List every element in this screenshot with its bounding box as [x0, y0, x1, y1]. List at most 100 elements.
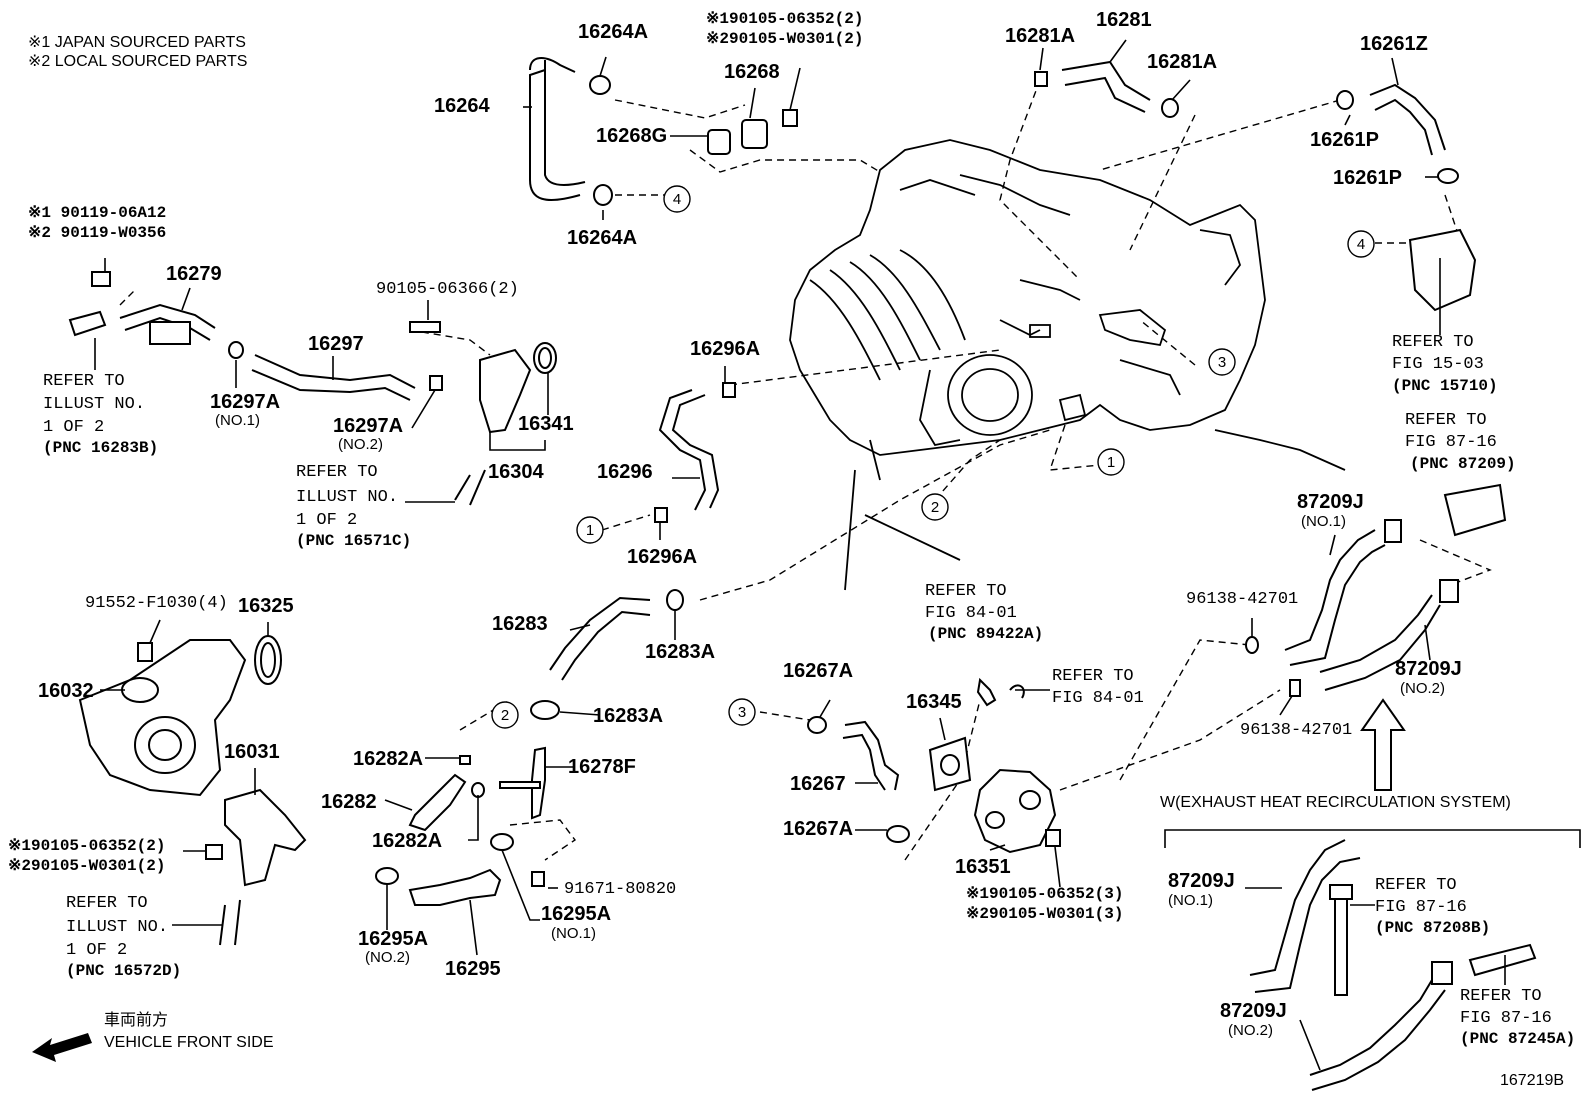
ref2-line2: ILLUST NO. — [296, 488, 398, 507]
front-arrow-icon — [32, 1033, 92, 1062]
label-16264A-bottom: 16264A — [567, 227, 637, 249]
hose-16295 — [408, 868, 502, 906]
clamp-16296A-bottom — [654, 507, 668, 523]
hose-16297 — [251, 354, 416, 401]
bolt-top — [782, 109, 798, 127]
ref2-line4: (PNC 16571C) — [296, 532, 411, 550]
label-no2-b: (NO.2) — [1400, 680, 1445, 697]
label-16282A-bottom: 16282A — [372, 830, 442, 852]
label-bolt-bottom-2: ※290105-W0301(3) — [966, 905, 1123, 923]
hose-16283 — [549, 596, 651, 681]
figure-id: 167219B — [1500, 1072, 1564, 1089]
ref1-line3: 1 OF 2 — [43, 418, 104, 437]
clip-84-01 — [1009, 684, 1025, 699]
label-bolt-91671: 91671-80820 — [564, 880, 676, 899]
label-16296A-bottom: 16296A — [627, 546, 697, 568]
ref-8716b-line3: (PNC 87208B) — [1375, 919, 1490, 937]
callout-4-b: 4 — [1357, 236, 1365, 253]
engine-block — [789, 139, 1346, 591]
label-16267A-top: 16267A — [783, 660, 853, 682]
hose-16282 — [408, 773, 467, 832]
connector-87209J-no2-box — [1431, 961, 1453, 985]
labels: ※1 JAPAN SOURCED PARTS ※2 LOCAL SOURCED … — [8, 9, 1575, 1089]
ref3-line3: 1 OF 2 — [66, 941, 127, 960]
label-no2-c: (NO.2) — [365, 949, 410, 966]
hose-87209J-no1 — [1284, 529, 1386, 666]
front-label-en: VEHICLE FRONT SIDE — [104, 1034, 274, 1051]
ref-8401a-line2: FIG 84-01 — [925, 604, 1017, 623]
label-16268: 16268 — [724, 61, 780, 83]
label-16296: 16296 — [597, 461, 653, 483]
ref-8716b-line2: FIG 87-16 — [1375, 898, 1467, 917]
label-bolt-left-2: ※2 90119-W0356 — [28, 224, 166, 242]
clamp-16283A-mid — [530, 700, 560, 720]
callout-3-b: 3 — [738, 704, 746, 721]
bolt-91671 — [531, 871, 545, 887]
ref-1503-line1: REFER TO — [1392, 333, 1474, 352]
connector-87209J-no1 — [1384, 519, 1402, 543]
gasket-16268G — [707, 129, 731, 155]
ref3-line1: REFER TO — [66, 894, 148, 913]
ref-8716a-line3: (PNC 87209) — [1410, 455, 1516, 473]
clamp-16296A-top — [722, 382, 736, 398]
label-96138-bottom: 96138-42701 — [1240, 721, 1352, 740]
clamp-16264A-top — [589, 75, 611, 95]
label-no2-d: (NO.2) — [1228, 1022, 1273, 1039]
clamp-16282A-bottom — [471, 782, 485, 798]
label-16295: 16295 — [445, 958, 501, 980]
label-16268G: 16268G — [596, 125, 667, 147]
bolt-90105-06366 — [409, 321, 441, 333]
callout-1-a: 1 — [1107, 454, 1115, 471]
bolt-90119 — [91, 271, 111, 287]
label-16264A-top: 16264A — [578, 21, 648, 43]
ref1-line2: ILLUST NO. — [43, 395, 145, 414]
ref-8401a-line1: REFER TO — [925, 582, 1007, 601]
clamp-16295A-no1 — [490, 833, 514, 851]
label-87209J-no1: 87209J — [1297, 491, 1364, 513]
label-16345: 16345 — [906, 691, 962, 713]
pipe-87208B — [1334, 894, 1348, 996]
pipe-87245A — [1468, 943, 1537, 977]
label-16261Z: 16261Z — [1360, 33, 1428, 55]
label-87209J-no2: 87209J — [1395, 658, 1462, 680]
clamp-16281A-left — [1034, 71, 1048, 87]
ref-8401b-line1: REFER TO — [1052, 667, 1134, 686]
flange-16268 — [741, 119, 768, 149]
label-bolt-91552: 91552-F1030(4) — [85, 594, 228, 613]
label-16032: 16032 — [38, 680, 94, 702]
callout-1-b: 1 — [586, 522, 594, 539]
label-16295A-no2: 16295A — [358, 928, 428, 950]
clamp-16295A-no2 — [375, 867, 399, 885]
label-16267: 16267 — [790, 773, 846, 795]
callout-4-a: 4 — [673, 191, 681, 208]
label-bolt-top-2: ※290105-W0301(2) — [706, 30, 863, 48]
ref3-line4: (PNC 16572D) — [66, 962, 181, 980]
label-16281A-right: 16281A — [1147, 51, 1217, 73]
front-label-jp: 車両前方 — [104, 1011, 168, 1029]
clamp-16281A-right — [1161, 98, 1179, 118]
label-96138-top: 96138-42701 — [1186, 590, 1298, 609]
water-inlet-16031 — [224, 788, 307, 887]
oil-cooler — [1408, 228, 1477, 312]
note-japan: ※1 JAPAN SOURCED PARTS — [28, 34, 246, 51]
hose-16264 — [529, 57, 581, 201]
hose-16261Z — [1369, 83, 1446, 156]
label-16283A-mid: 16283A — [593, 705, 663, 727]
ref-8716b-line1: REFER TO — [1375, 876, 1457, 895]
label-16351: 16351 — [955, 856, 1011, 878]
clamp-16267A-bottom — [886, 825, 910, 843]
bolt-bottom — [1045, 829, 1061, 847]
ref1-line4: (PNC 16283B) — [43, 439, 158, 457]
ref-8716a-line2: FIG 87-16 — [1405, 433, 1497, 452]
callout-circles: 4 4 3 1 2 1 2 3 — [491, 185, 1375, 729]
label-87209J-no2-box: 87209J — [1220, 1000, 1287, 1022]
note-local: ※2 LOCAL SOURCED PARTS — [28, 53, 247, 70]
label-16325: 16325 — [238, 595, 294, 617]
valve-87209 — [1443, 483, 1507, 537]
hose-16296 — [658, 389, 720, 511]
dashed-leaders — [119, 79, 1492, 861]
callout-2-b: 2 — [501, 707, 509, 724]
callout-3-a: 3 — [1218, 354, 1226, 371]
label-no1-d: (NO.1) — [1168, 892, 1213, 909]
label-bolt-90105-06366: 90105-06366(2) — [376, 280, 519, 299]
